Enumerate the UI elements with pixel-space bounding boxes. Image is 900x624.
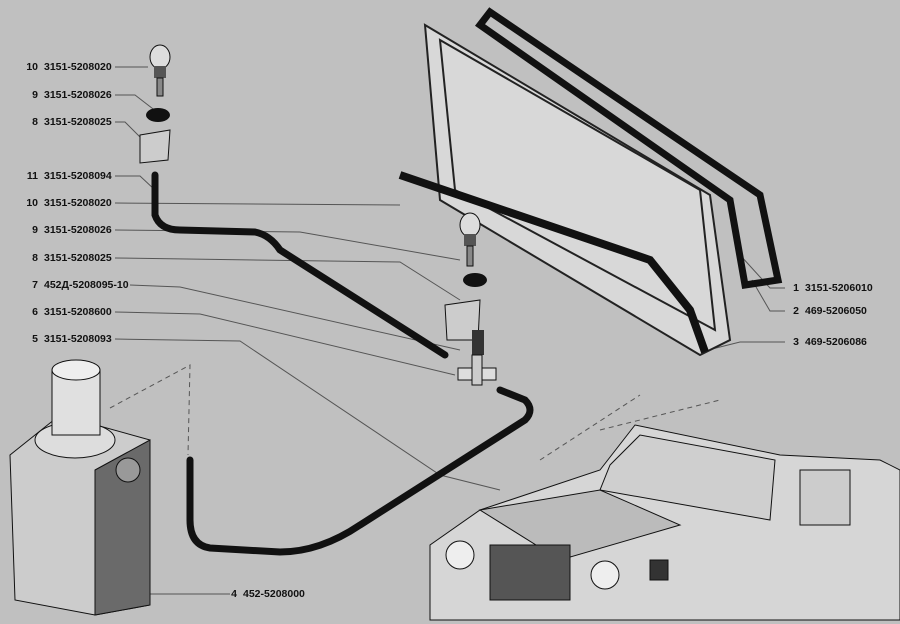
part-number: 3151-5206010 bbox=[805, 282, 873, 294]
part-number: 452Д-5208095-10 bbox=[44, 279, 129, 291]
leader-line bbox=[109, 364, 191, 456]
leader-line bbox=[114, 257, 461, 301]
callout-number: 1 bbox=[793, 282, 799, 294]
callout-number: 2 bbox=[793, 305, 799, 317]
part-number: 3151-5208025 bbox=[44, 116, 112, 128]
leader-line bbox=[739, 254, 785, 289]
leader-line bbox=[751, 279, 785, 312]
callout-number: 11 bbox=[26, 170, 38, 182]
windshield-seal bbox=[474, 7, 783, 289]
part-number: 3151-5208020 bbox=[44, 61, 112, 73]
hose-main bbox=[186, 386, 534, 556]
part-number: 469-5206086 bbox=[805, 336, 867, 348]
leader-line bbox=[539, 394, 641, 461]
part-number: 3151-5208093 bbox=[44, 333, 112, 345]
washer-nozzle-lower bbox=[444, 212, 487, 355]
part-number: 3151-5208026 bbox=[44, 224, 112, 236]
part-number: 3151-5208020 bbox=[44, 197, 112, 209]
part-number: 3151-5208600 bbox=[44, 306, 112, 318]
callout-number: 8 bbox=[32, 252, 38, 264]
callout-number: 9 bbox=[32, 89, 38, 101]
leader-line bbox=[114, 311, 456, 376]
tee-connector bbox=[457, 354, 497, 386]
callout-number: 7 bbox=[32, 279, 38, 291]
part-number: 469-5206050 bbox=[805, 305, 867, 317]
leader-line bbox=[129, 284, 461, 351]
callout-number: 10 bbox=[26, 61, 38, 73]
part-number: 3151-5208094 bbox=[44, 170, 112, 182]
leader-line bbox=[115, 94, 158, 113]
callout-number: 8 bbox=[32, 116, 38, 128]
hose-upper bbox=[151, 171, 449, 359]
callout-number: 5 bbox=[32, 333, 38, 345]
windshield-frame bbox=[423, 23, 732, 357]
callout-number: 10 bbox=[26, 197, 38, 209]
washer-reservoir bbox=[9, 359, 151, 616]
callout-number: 4 bbox=[231, 588, 237, 600]
part-number: 3151-5208025 bbox=[44, 252, 112, 264]
vehicle-front-view bbox=[429, 424, 900, 621]
windshield-gasket bbox=[398, 171, 709, 354]
part-number: 3151-5208026 bbox=[44, 89, 112, 101]
washer-hoses bbox=[151, 171, 534, 556]
callout-number: 6 bbox=[32, 306, 38, 318]
leader-line bbox=[114, 202, 401, 206]
washer-nozzle-upper bbox=[139, 44, 171, 164]
leader-line bbox=[114, 338, 501, 491]
part-number: 452-5208000 bbox=[243, 588, 305, 600]
leader-line bbox=[115, 175, 156, 191]
leader-line bbox=[115, 121, 141, 138]
leader-line bbox=[599, 399, 721, 431]
callout-number: 3 bbox=[793, 336, 799, 348]
callout-number: 9 bbox=[32, 224, 38, 236]
